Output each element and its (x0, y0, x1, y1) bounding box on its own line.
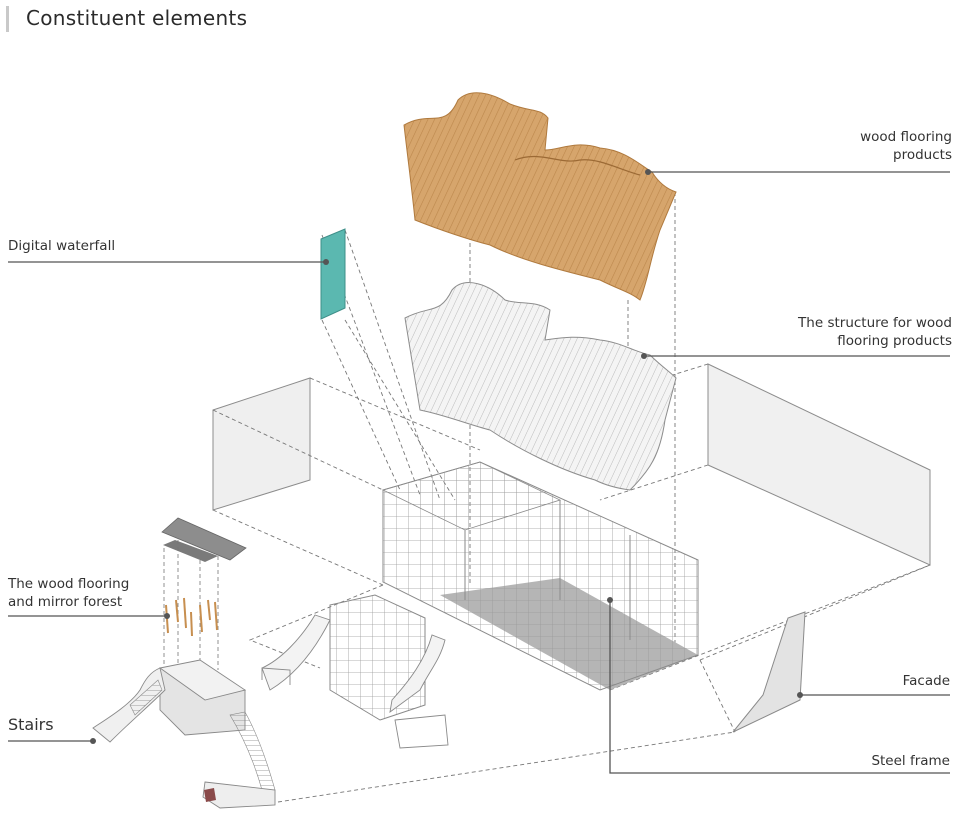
left-wall (212, 377, 481, 586)
label-structure-wood-flooring: The structure for wood flooring products (798, 315, 952, 349)
label-stairs: Stairs (8, 715, 54, 734)
stairs-center (261, 594, 449, 749)
title-accent-bar (6, 6, 9, 32)
wood-structure-wireframe (404, 282, 677, 491)
label-wood-flooring-products: wood flooring products (860, 129, 952, 163)
leader-dots (90, 169, 803, 744)
label-wood-flooring-mirror-forest: The wood flooring and mirror forest (8, 576, 130, 610)
page-title: Constituent elements (26, 6, 248, 30)
steel-frame (381, 461, 699, 691)
leader-lines (8, 171, 950, 774)
label-facade: Facade (902, 673, 950, 689)
wood-flooring-products (403, 92, 677, 301)
label-digital-waterfall: Digital waterfall (8, 238, 116, 254)
facade (732, 611, 806, 733)
label-steel-frame: Steel frame (871, 753, 950, 769)
digital-waterfall (320, 228, 346, 320)
stairs-left (92, 659, 276, 809)
mirror-forest (161, 517, 247, 690)
